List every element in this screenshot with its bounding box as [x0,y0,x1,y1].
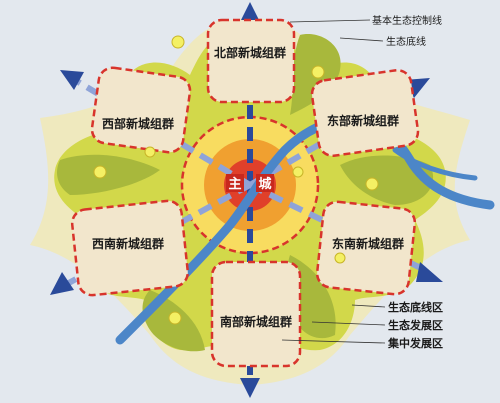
ecological-wedge-west [57,154,160,195]
label-east-cluster: 东部新城组群 [327,113,399,128]
cluster-west [90,66,192,154]
legend-leader-lines [281,19,386,344]
core-label-main: 主 [228,176,241,192]
legend-ecological-bottom-line: 生态底线 [386,35,426,48]
river-branch [392,147,478,181]
label-west-cluster: 西部新城组群 [102,116,174,131]
cluster-southwest [70,199,190,297]
arrow-southwest [50,272,74,295]
river [115,113,495,345]
legend-concentrated-development-zone: 集中发展区 [387,336,443,350]
label-southwest-cluster: 西南新城组群 [92,236,164,251]
sub-centre-dots [93,35,379,325]
arrow-southeast [416,262,443,282]
label-south-cluster: 南部新城组群 [220,314,292,329]
label-southeast-cluster: 东南新城组群 [332,236,404,251]
cluster-south [210,260,302,368]
core-label-box-2 [256,174,274,192]
arrow-north [240,2,260,22]
legend-basic-control-line: 基本生态控制线 [372,14,442,27]
label-north-cluster: 北部新城组群 [214,45,286,60]
cluster-southeast [315,200,417,296]
legend-ecological-development-zone: 生态发展区 [388,318,443,332]
core-label-city: 城 [258,176,271,192]
arrow-south [240,378,260,398]
cluster-north [206,18,296,104]
axis-southwest [63,182,252,288]
axis-northwest [73,77,252,188]
core-label-box-1 [226,174,244,192]
arrow-northwest [60,70,84,90]
cluster-east [310,68,420,158]
legend-ecological-bottom-zone: 生态底线区 [388,300,443,314]
